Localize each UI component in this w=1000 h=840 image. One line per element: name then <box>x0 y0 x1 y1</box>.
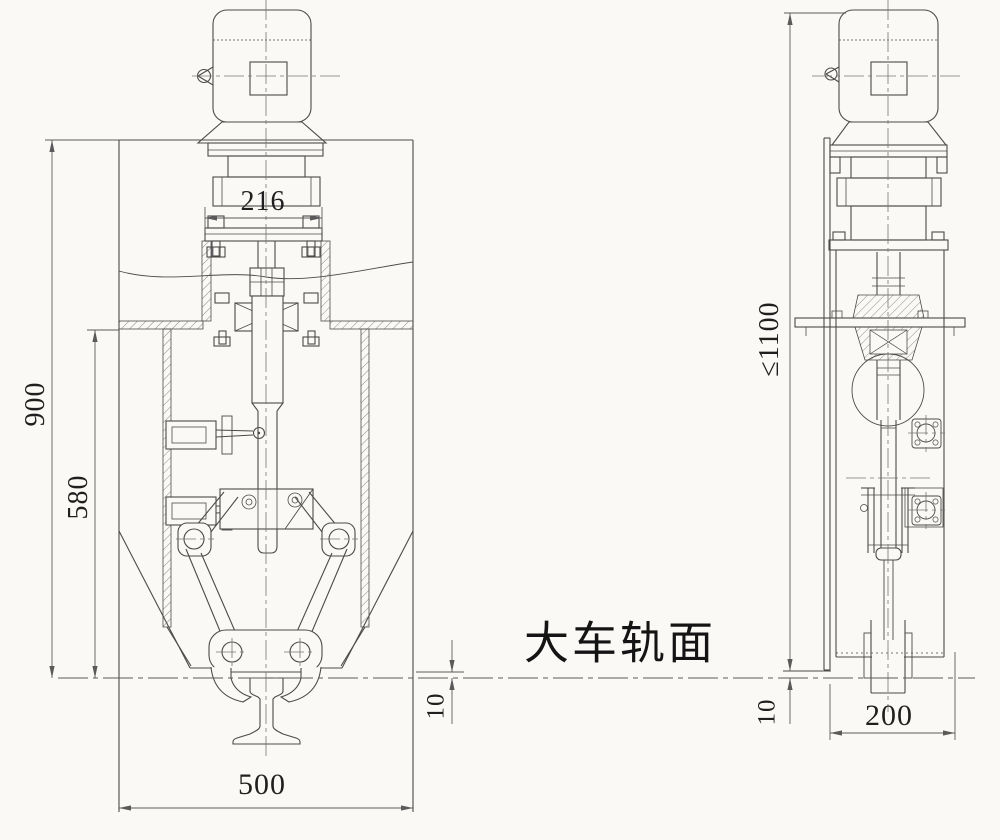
dimension-1100 <box>784 12 846 671</box>
front-frame <box>118 139 414 812</box>
dim-label-580: 580 <box>63 474 94 520</box>
dimension-216 <box>204 207 323 232</box>
side-bolt-flange-lower <box>904 487 944 528</box>
dimensions <box>45 12 956 811</box>
dim-label-900: 900 <box>20 381 51 427</box>
front-motor <box>196 9 312 123</box>
dim-label-10-side: 10 <box>753 698 781 726</box>
dimension-900 <box>45 139 119 678</box>
limit-switch-upper <box>165 415 266 455</box>
side-bolt-flange-upper <box>911 418 942 449</box>
side-motor <box>824 9 939 123</box>
dim-label-216: 216 <box>240 186 286 217</box>
dim-label-10-front: 10 <box>422 692 450 720</box>
dimension-500 <box>119 805 413 811</box>
eye-bolt-icon <box>824 67 838 81</box>
side-jaw <box>783 620 913 694</box>
front-scissor-linkage <box>177 488 356 649</box>
centerlines <box>176 0 963 758</box>
side-coupling-stack <box>828 121 949 251</box>
dimension-200 <box>829 652 956 740</box>
front-view <box>118 9 414 812</box>
rail-profile <box>232 677 301 745</box>
side-mounting-plate <box>794 252 966 361</box>
dimension-10-side <box>787 678 793 724</box>
dimension-10-front <box>416 640 464 724</box>
dim-label-200: 200 <box>865 699 913 732</box>
front-coupling-stack <box>196 121 328 207</box>
front-screw-shaft <box>249 241 285 297</box>
front-mounting-plate <box>204 215 323 258</box>
dimension-580 <box>87 329 119 678</box>
rail-surface-label: 大车轨面 <box>523 617 717 669</box>
side-view <box>783 9 966 694</box>
dim-label-500: 500 <box>238 768 286 801</box>
dim-label-1100: ≤1100 <box>754 301 785 377</box>
